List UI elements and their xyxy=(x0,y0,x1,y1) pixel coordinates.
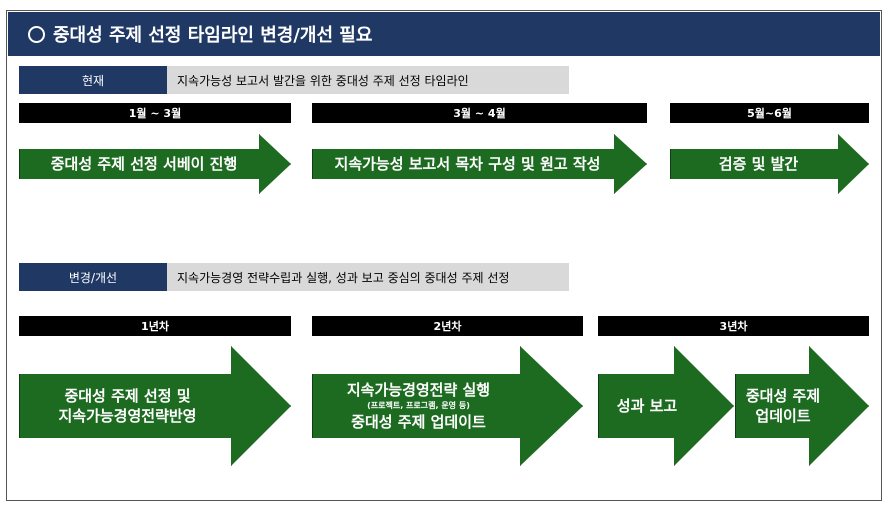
arrow-label: 검증 및 발간 xyxy=(718,154,799,173)
current-description: 지속가능성 보고서 발간을 위한 중대성 주제 선정 타임라인 xyxy=(167,66,569,94)
improved-description: 지속가능경영 전략수립과 실행, 성과 보고 중심의 중대성 주제 선정 xyxy=(167,263,569,291)
phase-period: 3월 ~ 4월 xyxy=(312,103,647,123)
arrow-label: 지속가능경영전략반영 xyxy=(58,407,197,425)
arrow-label: 중대성 주제 업데이트 xyxy=(351,412,486,431)
year-period: 2년차 xyxy=(312,316,583,336)
slide-frame xyxy=(6,10,882,501)
circle-bullet-icon xyxy=(28,25,45,43)
improved-tag: 변경/개선 xyxy=(19,263,167,291)
year-period: 1년차 xyxy=(19,316,291,336)
arrow-label: 업데이트 xyxy=(755,407,811,425)
title-bar: 중대성 주제 선정 타임라인 변경/개선 필요 xyxy=(8,12,880,56)
current-tag: 현재 xyxy=(19,66,167,94)
arrow-label: 성과 보고 xyxy=(616,396,678,415)
arrow-note: (프로젝트, 프로그램, 운영 등) xyxy=(367,401,470,411)
arrow-label: 중대성 주제 xyxy=(745,386,821,405)
page-title: 중대성 주제 선정 타임라인 변경/개선 필요 xyxy=(53,25,373,46)
phase-period: 5월~6월 xyxy=(670,103,869,123)
arrow-label: 중대성 주제 선정 서베이 진행 xyxy=(50,154,238,173)
arrow-label: 지속가능경영전략 실행 xyxy=(346,381,491,400)
arrow-label: 중대성 주제 선정 및 xyxy=(64,386,191,405)
phase-period: 1월 ~ 3월 xyxy=(19,103,291,123)
year-period: 3년차 xyxy=(598,316,869,336)
arrow-label: 지속가능성 보고서 목차 구성 및 원고 작성 xyxy=(334,154,601,173)
